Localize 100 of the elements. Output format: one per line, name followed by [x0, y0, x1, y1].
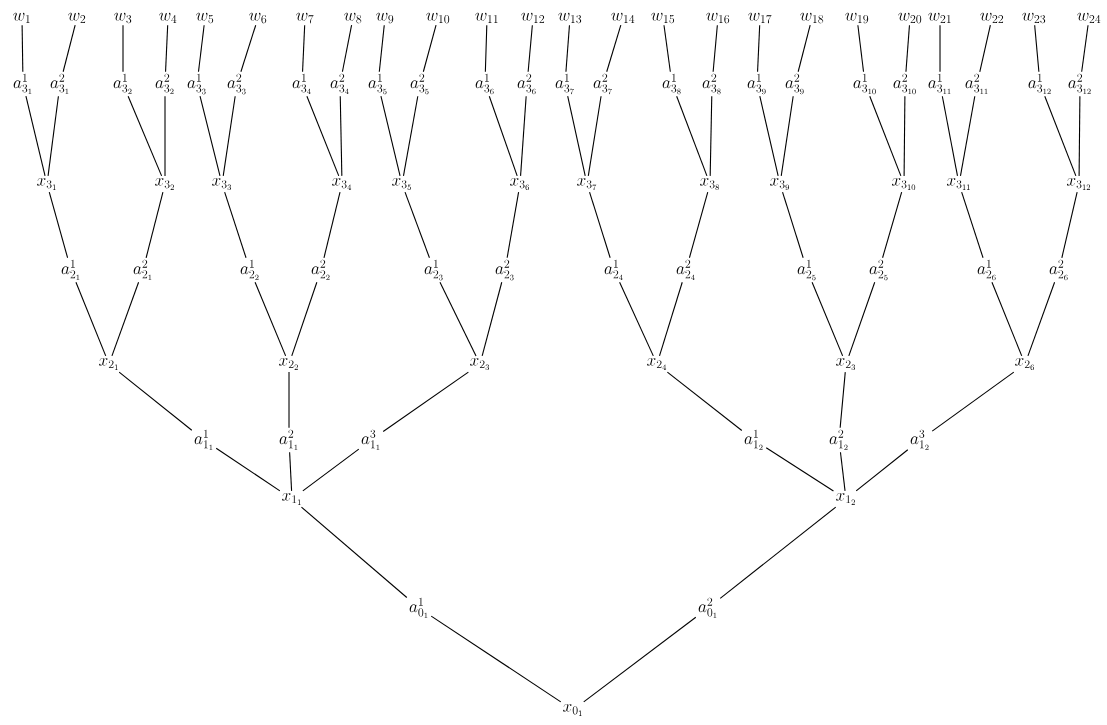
connector-line: [341, 24, 353, 73]
math-label: $a^{2}_{3_{6}}$: [517, 73, 536, 95]
connector-line: [848, 281, 876, 357]
connector-line: [323, 191, 341, 259]
connector-line: [931, 371, 1015, 432]
math-label: $x_{3_{8}}$: [700, 177, 719, 191]
connector-line: [215, 447, 281, 492]
connector-line: [941, 95, 958, 177]
connector-line: [839, 371, 846, 429]
connector-line: [47, 95, 59, 177]
math-label: $a^{2}_{2_{6}}$: [1049, 259, 1068, 281]
math-label: $a^{2}_{2_{1}}$: [133, 259, 152, 281]
math-label: $a^{2}_{3_{3}}$: [227, 73, 246, 95]
connector-line: [712, 24, 718, 73]
connector-line: [757, 24, 761, 73]
connector-line: [1081, 24, 1089, 73]
math-label: $x_{1_{2}}$: [836, 492, 855, 505]
connector-line: [224, 191, 247, 259]
connector-line: [676, 95, 708, 177]
connector-line: [1044, 95, 1077, 177]
connector-line: [378, 24, 385, 73]
connector-line: [780, 95, 794, 177]
math-label: $a^{1}_{3_{3}}$: [187, 73, 206, 95]
connector-line: [606, 24, 622, 73]
connector-line: [959, 95, 976, 177]
connector-line: [222, 95, 236, 177]
connector-line: [759, 95, 779, 177]
connector-line: [765, 447, 834, 492]
connector-line: [1061, 191, 1078, 259]
connector-line: [422, 24, 437, 73]
math-label: $a^{1}_{3_{1}}$: [13, 73, 32, 95]
connector-line: [404, 191, 430, 259]
connector-line: [240, 24, 257, 73]
math-label: $a^{1}_{3_{12}}$: [1028, 73, 1051, 95]
math-label: $w_{17}$: [748, 12, 772, 24]
math-label: $w_{8}$: [344, 12, 362, 24]
connector-line: [118, 371, 193, 431]
math-label: $x_{3_{7}}$: [577, 177, 597, 191]
math-label: $a^{2}_{1_{1}}$: [279, 429, 298, 451]
connector-line: [165, 24, 169, 73]
math-label: $a^{2}_{2_{3}}$: [495, 259, 514, 281]
connector-line: [339, 95, 343, 177]
math-label: $w_{21}$: [928, 12, 951, 23]
connector-line: [839, 451, 846, 492]
connector-line: [289, 451, 293, 492]
math-label: $w_{5}$: [196, 12, 214, 24]
math-label: $w_{11}$: [475, 12, 498, 23]
math-label: $a^{2}_{3_{10}}$: [893, 73, 916, 95]
math-label: $x_{3_{5}}$: [392, 177, 411, 191]
connector-line: [855, 449, 909, 492]
math-label: $x_{1_{1}}$: [282, 492, 301, 505]
math-label: $w_{13}$: [558, 12, 582, 24]
connector-line: [709, 95, 713, 177]
math-label: $a^{1}_{3_{6}}$: [475, 73, 494, 95]
math-label: $x_{0_{1}}$: [563, 703, 582, 716]
math-label: $x_{2_{4}}$: [647, 357, 667, 370]
connector-line: [587, 95, 602, 177]
math-label: $w_{9}$: [376, 12, 394, 24]
math-label: $a^{1}_{3_{4}}$: [292, 73, 311, 95]
connector-line: [527, 24, 533, 73]
connector-line: [583, 616, 697, 703]
math-label: $w_{23}$: [1022, 12, 1046, 24]
math-label: $a^{3}_{1_{2}}$: [910, 429, 929, 451]
math-label: $a^{2}_{3_{7}}$: [593, 73, 612, 95]
math-label: $w_{24}$: [1077, 12, 1101, 23]
connector-line: [506, 191, 520, 259]
connector-line: [21, 24, 24, 73]
math-label: $a^{1}_{0_{1}}$: [409, 597, 428, 619]
connector-line: [905, 24, 910, 73]
math-label: $a^{1}_{3_{10}}$: [853, 73, 876, 95]
connector-line: [719, 506, 837, 599]
connector-line: [439, 281, 477, 357]
math-label: $a^{1}_{3_{9}}$: [747, 73, 766, 95]
connector-line: [589, 191, 611, 259]
math-label: $w_{2}$: [68, 12, 86, 23]
math-label: $a^{2}_{3_{11}}$: [965, 73, 988, 95]
connector-line: [666, 371, 743, 431]
math-label: $w_{16}$: [706, 12, 730, 24]
connector-line: [488, 95, 518, 177]
math-label: $a^{2}_{2_{2}}$: [311, 259, 330, 281]
connector-line: [565, 24, 570, 73]
math-label: $w_{6}$: [249, 12, 267, 24]
connector-line: [199, 95, 221, 177]
connector-line: [688, 191, 709, 259]
math-label: $x_{2_{3}}$: [836, 357, 855, 371]
connector-line: [481, 281, 503, 357]
math-label: $x_{2_{3}}$: [470, 357, 489, 371]
connector-line: [302, 448, 360, 492]
math-label: $w_{15}$: [651, 12, 675, 24]
math-label: $a^{1}_{3_{8}}$: [662, 73, 681, 95]
math-label: $a^{2}_{3_{4}}$: [330, 73, 349, 95]
connector-line: [382, 371, 469, 433]
math-label: $x_{3_{9}}$: [770, 177, 789, 191]
connector-line: [979, 24, 991, 73]
connector-line: [300, 506, 408, 599]
connector-line: [857, 24, 865, 73]
math-label: $a^{2}_{3_{5}}$: [410, 73, 429, 95]
connector-line: [380, 95, 401, 177]
connector-line: [254, 281, 287, 357]
math-label: $x_{3_{10}}$: [892, 177, 916, 191]
